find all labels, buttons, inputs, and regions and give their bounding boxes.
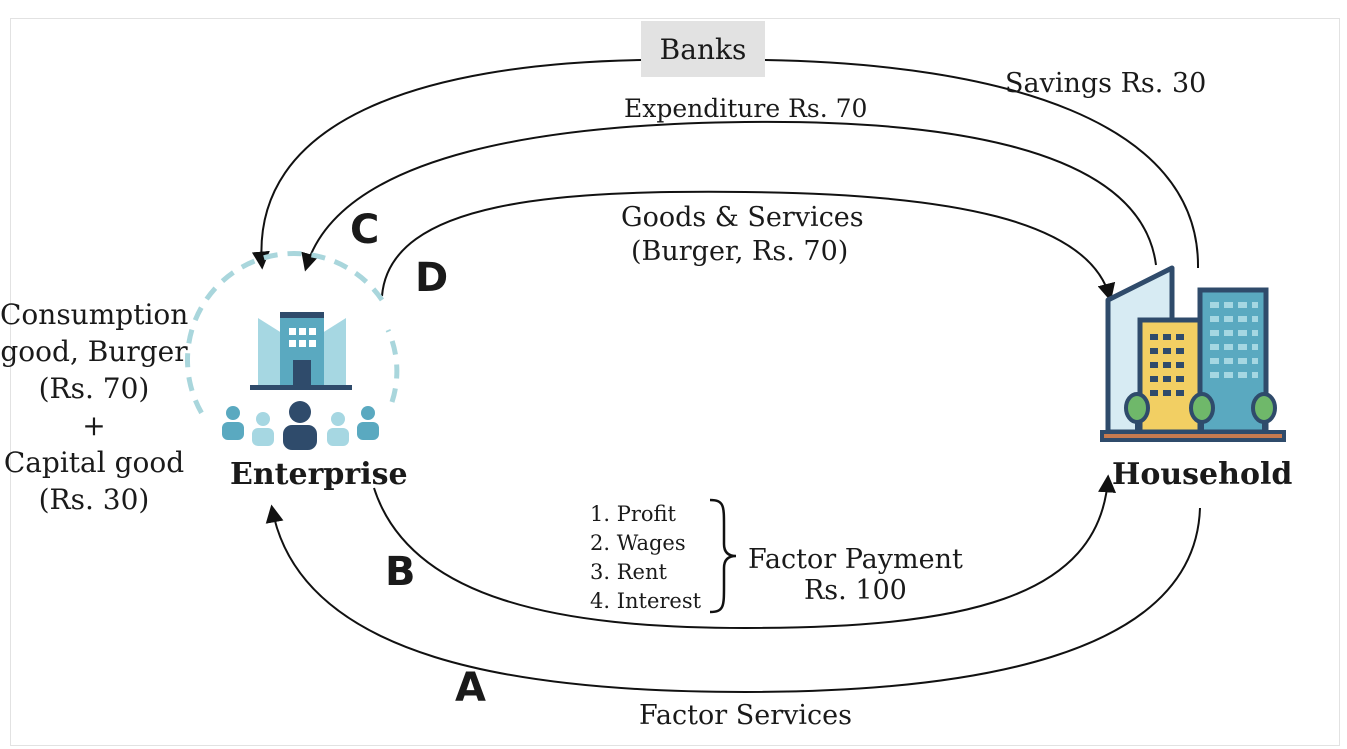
factor-payment-arrow (373, 474, 1117, 630)
letter-c: C (350, 207, 380, 253)
factor-payment-item: 1. Profit (590, 502, 676, 526)
household-icon (1100, 265, 1286, 442)
household-label: Household (1112, 457, 1293, 492)
factor-payment-item: 3. Rent (590, 560, 667, 584)
curly-brace (709, 498, 737, 614)
factor-payment-label: Factor Payment Rs. 100 (748, 544, 963, 606)
enterprise-icon (185, 250, 400, 450)
factor-payment-list: 1. Profit 2. Wages 3. Rent 4. Interest (590, 500, 701, 616)
enterprise-note-line1: Consumption (0, 298, 189, 331)
enterprise-note-line4: Capital good (3, 446, 185, 479)
factor-services-label: Factor Services (639, 700, 852, 731)
enterprise-note-plus: + (82, 409, 106, 442)
factor-payment-item: 4. Interest (590, 589, 702, 613)
letter-b: B (385, 549, 416, 595)
letter-d: D (415, 255, 449, 301)
expenditure-label: Expenditure Rs. 70 (624, 94, 868, 123)
diagram-frame (10, 18, 1340, 746)
enterprise-note-line5: (Rs. 30) (38, 483, 150, 516)
factor-payment-item: 2. Wages (590, 531, 686, 555)
banks-box: Banks (641, 21, 765, 77)
savings-arrow (764, 59, 1200, 269)
enterprise-note-line3: (Rs. 70) (38, 372, 150, 405)
goods-services-value: (Burger, Rs. 70) (631, 236, 849, 267)
savings-label: Savings Rs. 30 (1005, 68, 1207, 99)
enterprise-note: Consumption good, Burger (Rs. 70) + Capi… (0, 296, 188, 518)
letter-a: A (455, 665, 486, 711)
factor-services-arrow (265, 504, 1201, 694)
enterprise-label: Enterprise (230, 457, 408, 492)
factor-payment-title: Factor Payment (748, 544, 963, 575)
banks-to-enterprise-arrow (251, 59, 642, 270)
banks-label: Banks (659, 32, 747, 66)
expenditure-arrow (301, 120, 1157, 272)
goods-services-arrow (381, 190, 1116, 302)
factor-payment-amount: Rs. 100 (803, 575, 907, 606)
goods-services-label: Goods & Services (621, 202, 864, 233)
enterprise-note-line2: good, Burger (0, 335, 188, 368)
